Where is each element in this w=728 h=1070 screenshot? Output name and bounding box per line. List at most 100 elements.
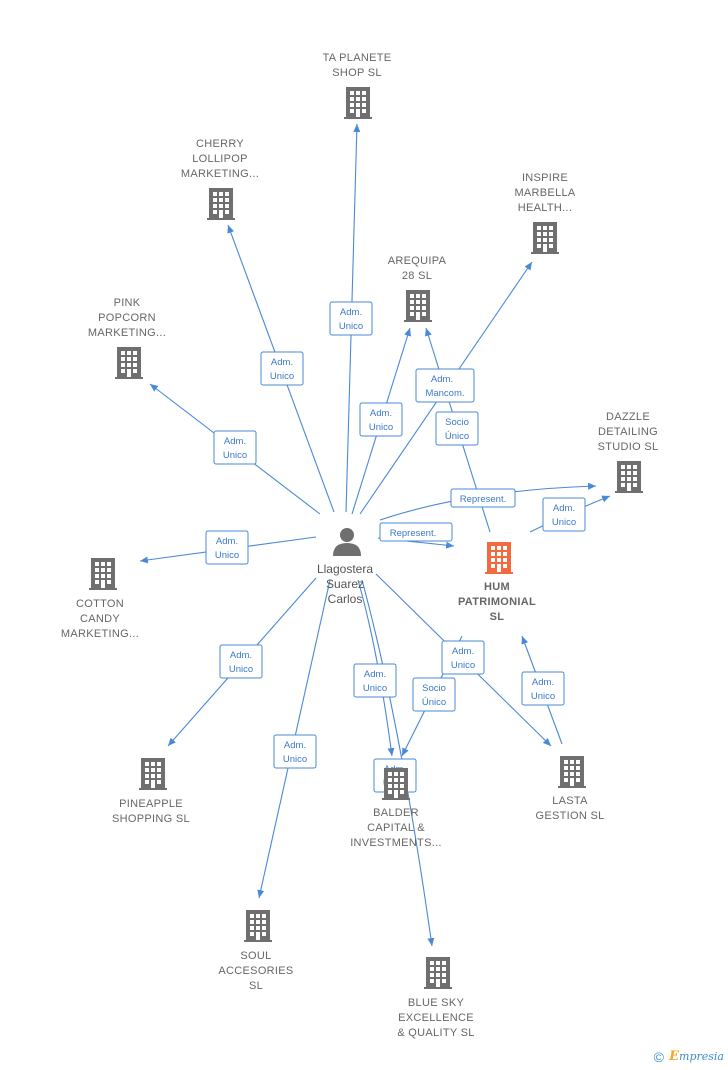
edge-balder (357, 579, 395, 757)
svg-text:Socio: Socio (422, 683, 446, 694)
company-balder[interactable]: BALDER CAPITAL & INVESTMENTS... (350, 768, 442, 849)
svg-text:Adm.: Adm. (284, 740, 306, 751)
company-cherry[interactable]: CHERRY LOLLIPOP MARKETING... (181, 138, 259, 220)
relation-badges: Adm. Unico Adm. Unico Adm. Unico Adm. Mancom… (205, 301, 586, 793)
company-label: GESTION SL (535, 810, 604, 822)
person-name-line: Suarez (326, 577, 364, 591)
badge-adm-unico[interactable]: Adm.Unico (542, 497, 586, 532)
building-icon (485, 542, 513, 574)
company-cotton[interactable]: COTTON CANDY MARKETING... (61, 558, 139, 640)
company-label: INSPIRE (522, 172, 568, 184)
brand-name: Empresia (669, 1049, 724, 1064)
brand-rest: mpresia (679, 1050, 724, 1063)
building-icon (115, 347, 143, 379)
company-label: CAPITAL & (367, 822, 425, 834)
company-label: SHOP SL (332, 67, 382, 79)
building-icon (344, 87, 372, 119)
badge-represent[interactable]: Represent. (450, 488, 516, 508)
svg-text:Unico: Unico (339, 321, 363, 332)
badge-adm-mancom[interactable]: Adm. Mancom. (415, 368, 475, 403)
svg-text:Unico: Unico (531, 691, 555, 702)
svg-text:Represent.: Represent. (390, 528, 436, 539)
company-label: POPCORN (98, 312, 156, 324)
company-bluesky[interactable]: BLUE SKY EXCELLENCE & QUALITY SL (397, 957, 474, 1039)
building-icon (382, 768, 410, 800)
svg-text:Adm.: Adm. (532, 677, 554, 688)
svg-text:Unico: Unico (363, 683, 387, 694)
svg-text:Unico: Unico (215, 550, 239, 561)
company-label: PINEAPPLE (119, 798, 183, 810)
svg-text:Adm.: Adm. (271, 357, 293, 368)
building-icon (244, 910, 272, 942)
company-label: COTTON (76, 598, 124, 610)
company-ta-planete[interactable]: TA PLANETE SHOP SL (323, 52, 392, 119)
company-label: SOUL (240, 950, 271, 962)
badge-adm-unico[interactable]: Adm.Unico (205, 530, 249, 565)
company-label: PATRIMONIAL (458, 596, 536, 608)
badge-adm-unico[interactable]: Adm. Unico (353, 663, 397, 698)
svg-text:Único: Único (422, 697, 446, 708)
company-arequipa[interactable]: AREQUIPA 28 SL (388, 255, 447, 322)
person-name-line: Carlos (328, 592, 363, 606)
svg-text:Unico: Unico (369, 422, 393, 433)
badge-represent[interactable]: Represent. (379, 522, 453, 542)
company-label: PINK (114, 297, 141, 309)
badge-adm-unico[interactable]: Adm. Unico (273, 734, 317, 769)
company-label: MARKETING... (61, 628, 139, 640)
company-label: CHERRY (196, 138, 244, 150)
svg-text:Adm.: Adm. (431, 374, 453, 385)
building-icon (615, 461, 643, 493)
svg-text:Unico: Unico (283, 754, 307, 765)
company-label: DAZZLE (606, 411, 650, 423)
svg-text:Adm.: Adm. (224, 436, 246, 447)
company-label: BLUE SKY (408, 997, 465, 1009)
badge-adm-unico[interactable]: Adm.Unico (329, 301, 373, 336)
badge-adm-unico[interactable]: Adm. Unico (359, 402, 403, 437)
company-pineapple[interactable]: PINEAPPLE SHOPPING SL (112, 758, 190, 825)
company-label: 28 SL (402, 270, 432, 282)
company-label: MARKETING... (181, 168, 259, 180)
company-pink[interactable]: PINK POPCORN MARKETING... (88, 297, 166, 379)
company-label: STUDIO SL (598, 441, 659, 453)
person-name-line: Llagostera (317, 562, 373, 576)
company-soul[interactable]: SOUL ACCESORIES SL (218, 910, 293, 992)
company-label: SHOPPING SL (112, 813, 190, 825)
company-lasta[interactable]: LASTA GESTION SL (535, 756, 604, 822)
svg-text:Adm.: Adm. (452, 646, 474, 657)
company-label: MARKETING... (88, 327, 166, 339)
edge-bluesky (361, 579, 435, 947)
company-label: ACCESORIES (218, 965, 293, 977)
company-label: HUM (484, 581, 510, 593)
badge-adm-unico[interactable]: Adm. Unico (213, 430, 257, 465)
svg-text:Socio: Socio (445, 417, 469, 428)
svg-text:Represent.: Represent. (460, 494, 506, 505)
company-label: AREQUIPA (388, 255, 447, 267)
company-label: LASTA (552, 795, 588, 807)
company-inspire[interactable]: INSPIRE MARBELLA HEALTH... (514, 172, 576, 254)
badge-adm-unico[interactable]: Adm.Unico (441, 640, 485, 675)
svg-text:Adm.: Adm. (370, 408, 392, 419)
company-label: EXCELLENCE (398, 1012, 474, 1024)
badge-adm-unico[interactable]: Adm. Unico (521, 671, 565, 706)
building-icon (531, 222, 559, 254)
svg-text:Unico: Unico (552, 517, 576, 528)
company-label: BALDER (373, 807, 419, 819)
badge-adm-unico[interactable]: Adm.Unico (260, 351, 304, 386)
company-dazzle[interactable]: DAZZLE DETAILING STUDIO SL (598, 411, 659, 493)
svg-text:Adm.: Adm. (364, 669, 386, 680)
company-hum-patrimonial[interactable]: HUM PATRIMONIAL SL (458, 542, 536, 623)
svg-text:Unico: Unico (223, 450, 247, 461)
building-icon (89, 558, 117, 590)
person-node[interactable]: Llagostera Suarez Carlos (317, 528, 373, 606)
building-icon (558, 756, 586, 788)
building-icon (139, 758, 167, 790)
company-label: LOLLIPOP (192, 153, 248, 165)
svg-text:Mancom.: Mancom. (425, 388, 464, 399)
badge-adm-unico[interactable]: Adm.Unico (219, 644, 263, 679)
svg-text:Unico: Unico (229, 664, 253, 675)
company-label: CANDY (80, 613, 120, 625)
company-label: INVESTMENTS... (350, 837, 442, 849)
